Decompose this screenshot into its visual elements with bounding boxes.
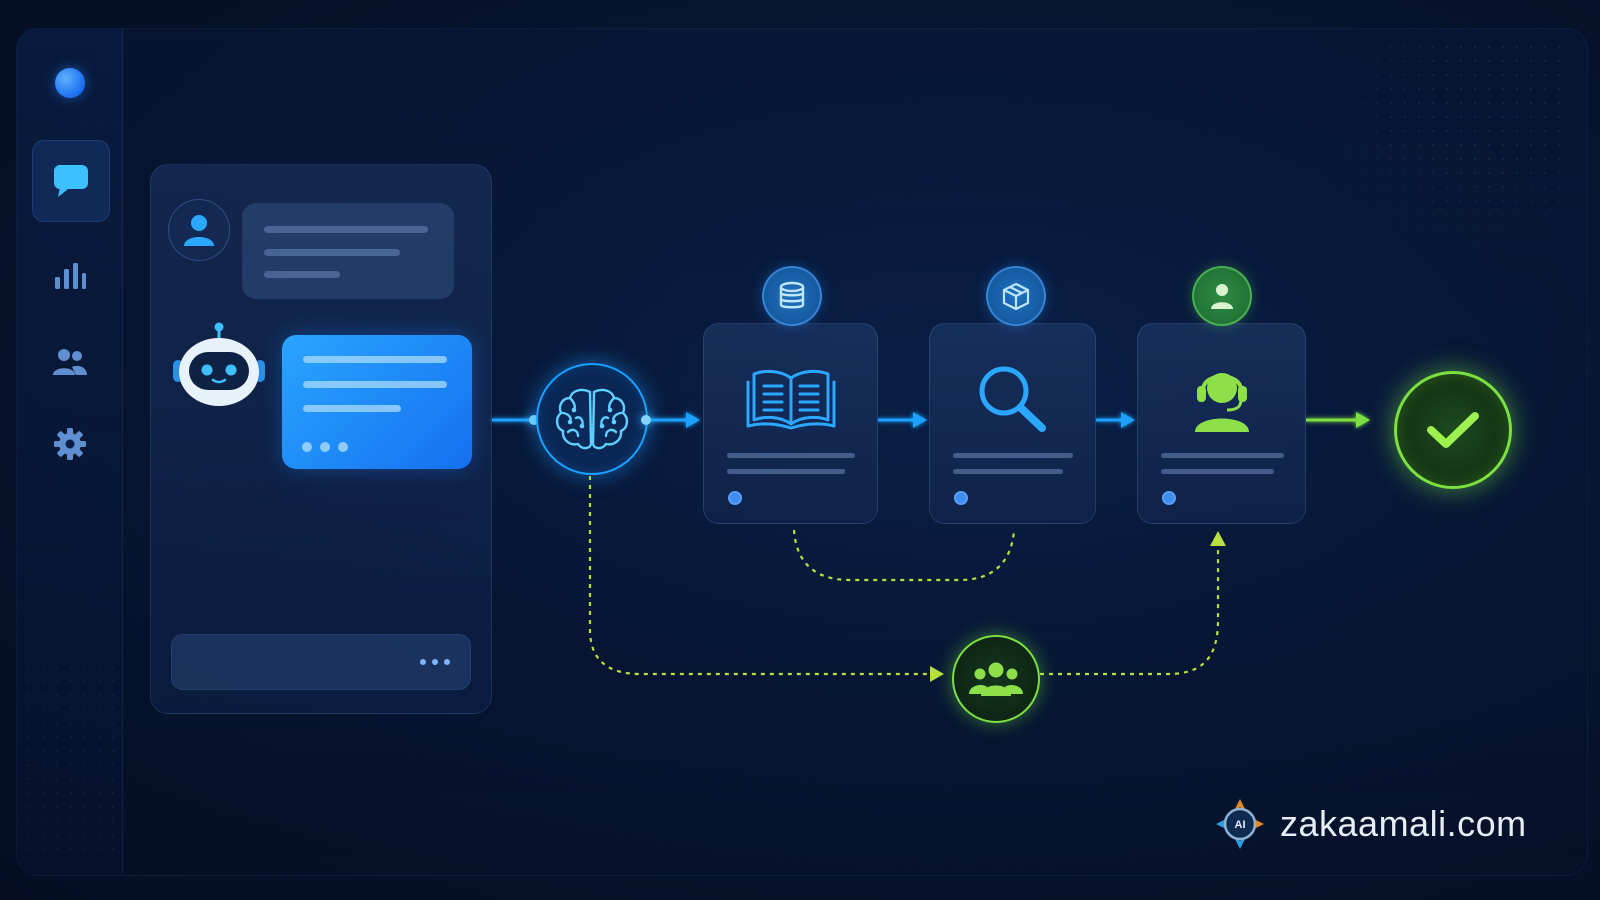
status-dot: [954, 491, 968, 505]
user-avatar: [168, 199, 230, 261]
decorative-dot-grid: [1300, 40, 1570, 270]
users-icon: [53, 349, 87, 375]
team-icon: [969, 662, 1023, 696]
arrow-to-step3: [1121, 412, 1135, 428]
brain-input-dot: [529, 415, 539, 425]
brand-watermark[interactable]: AI zakaamali.com: [1214, 796, 1527, 852]
arrow-to-step2: [913, 412, 927, 428]
person-icon: [1211, 284, 1233, 309]
loop-step1-to-step2: [792, 529, 1016, 582]
sidebar-item-settings[interactable]: [32, 404, 108, 484]
magnifier-icon: [979, 366, 1046, 432]
sidebar-item-analytics[interactable]: [32, 236, 108, 316]
connector-brain-to-team: [588, 476, 932, 676]
book-icon: [746, 369, 835, 430]
robot-icon: [173, 322, 265, 406]
support-agent-icon: [1194, 373, 1249, 432]
brain-icon: [555, 388, 629, 450]
brain-output-dot: [641, 415, 651, 425]
step-human-agent[interactable]: [1137, 323, 1306, 524]
app-logo[interactable]: [55, 68, 85, 98]
user-message-bubble: [242, 203, 454, 299]
bot-message-bubble: [282, 335, 472, 469]
sidebar-item-users[interactable]: [32, 322, 108, 402]
brand-name: zakaamali.com: [1280, 803, 1527, 844]
step-search[interactable]: [929, 323, 1096, 524]
ai-brain-node[interactable]: [536, 363, 648, 475]
package-icon: [1002, 282, 1030, 311]
database-badge: [762, 266, 822, 326]
message-input[interactable]: [171, 634, 471, 690]
status-dot: [1162, 491, 1176, 505]
status-dot: [728, 491, 742, 505]
person-badge: [1192, 266, 1252, 326]
gear-icon: [54, 428, 86, 460]
database-icon: [779, 281, 805, 309]
package-badge: [986, 266, 1046, 326]
more-options-icon[interactable]: [420, 659, 450, 665]
arrow-to-team: [930, 666, 944, 682]
brand-logo-text: AI: [1235, 819, 1246, 831]
sidebar-item-chat[interactable]: [32, 140, 110, 222]
arrow-to-step3-up: [1210, 531, 1226, 546]
connector-team-to-step3: [1040, 546, 1220, 676]
bar-chart-icon: [55, 263, 86, 289]
team-escalation-node[interactable]: [952, 635, 1040, 723]
arrow-to-success: [1356, 412, 1370, 428]
checkmark-icon: [1427, 412, 1479, 448]
success-node[interactable]: [1394, 371, 1512, 489]
arrow-to-step1: [686, 412, 700, 428]
brand-logo: AI: [1216, 799, 1264, 849]
chat-icon: [54, 165, 88, 197]
typing-indicator: [302, 442, 348, 452]
step-knowledge-base[interactable]: [703, 323, 878, 524]
person-icon: [184, 215, 214, 246]
